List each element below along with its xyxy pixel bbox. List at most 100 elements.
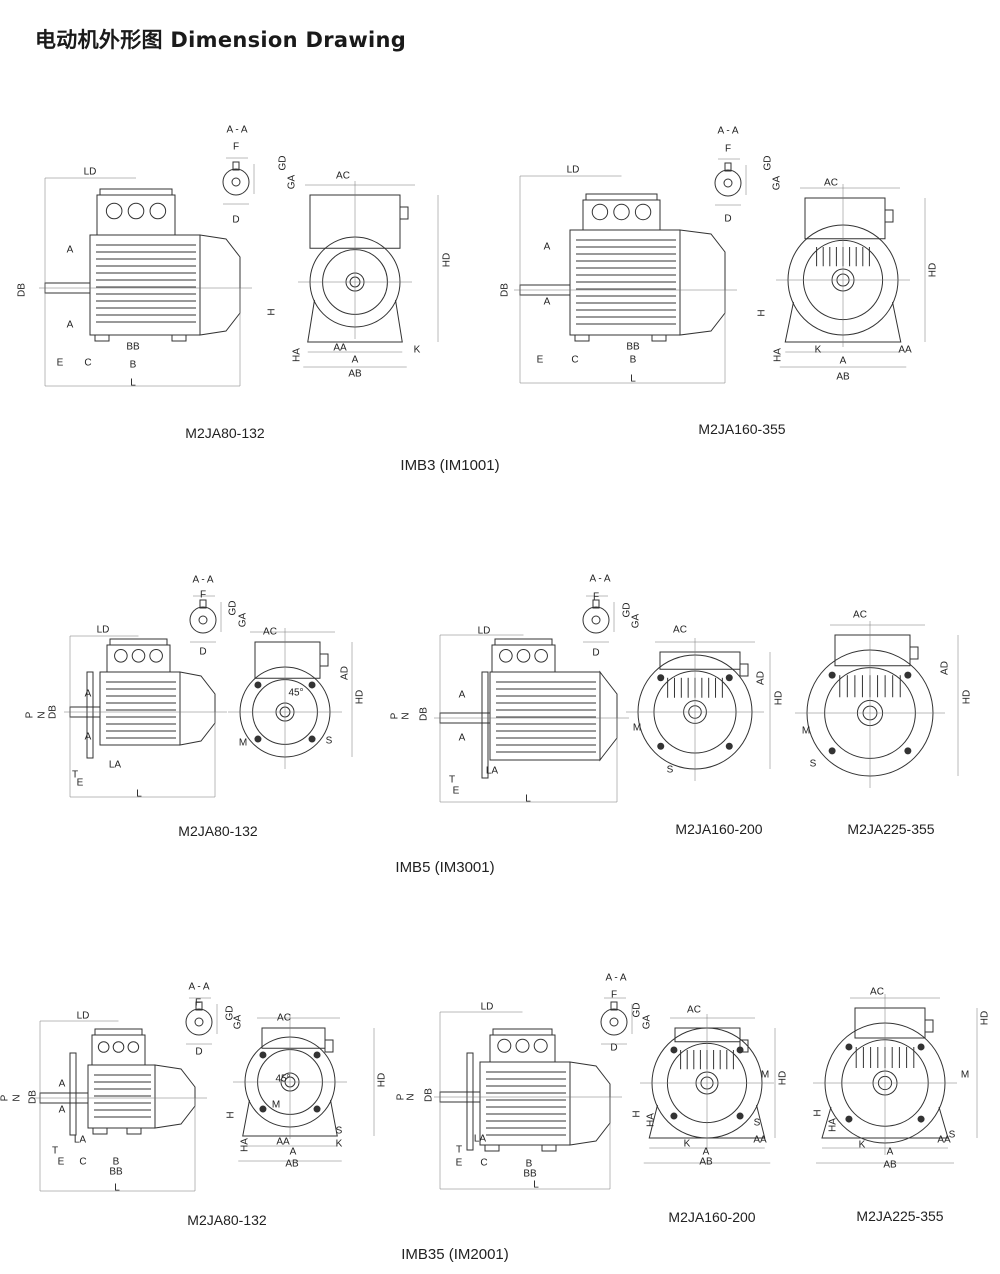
dimension-label: AC xyxy=(263,627,277,638)
dimension-label: L xyxy=(630,374,636,385)
flange-bolt-hole xyxy=(725,742,733,750)
fan-cover xyxy=(569,1061,611,1146)
dimension-label: H xyxy=(632,1110,643,1117)
dimension-label: A xyxy=(703,1147,710,1158)
dimension-label: M xyxy=(961,1070,969,1081)
flange-bolt-hole xyxy=(657,674,665,682)
dimension-label: A xyxy=(459,690,466,701)
cable-gland xyxy=(112,1041,125,1053)
dimension-label: BB xyxy=(523,1169,537,1180)
motor-body xyxy=(89,234,201,336)
dimension-label: P xyxy=(396,1093,407,1100)
terminal-box xyxy=(91,1034,146,1066)
dimension-label: F xyxy=(200,590,206,601)
motor-body xyxy=(479,1061,571,1146)
flange-bolt-hole xyxy=(725,674,733,682)
terminal-box-lid xyxy=(585,193,658,201)
dimension-label: GD xyxy=(225,1006,236,1021)
keyway xyxy=(592,599,600,609)
dimension-label: D xyxy=(199,647,206,658)
dimension-label: LD xyxy=(97,625,110,636)
dimension-label: GA xyxy=(233,1014,244,1029)
dimension-label: HD xyxy=(980,1011,991,1025)
dimension-label: LA xyxy=(74,1135,87,1146)
dimension-label: AA xyxy=(937,1135,951,1146)
dimension-label: GD xyxy=(632,1003,643,1018)
dimension-label: GA xyxy=(238,612,249,627)
dimension-label: HA xyxy=(292,348,303,362)
flange-bolt-hole xyxy=(254,735,262,743)
terminal-box-lid xyxy=(494,638,553,646)
dimension-label: C xyxy=(571,355,578,366)
dimension-label: LD xyxy=(481,1002,494,1013)
fan-cover xyxy=(679,229,726,336)
cable-gland xyxy=(634,203,652,221)
terminal-box xyxy=(674,1027,741,1043)
shaft-center xyxy=(194,1017,204,1027)
dimension-label: T xyxy=(449,775,455,786)
mounting-foot xyxy=(92,1127,108,1135)
dimension-label: N xyxy=(37,711,48,718)
dimension-label: L xyxy=(533,1180,539,1191)
cable-gland xyxy=(534,649,548,663)
dimension-label: A xyxy=(459,733,466,744)
shaft-section xyxy=(600,1008,628,1036)
dimension-label: P xyxy=(390,712,401,719)
dimension-label: AB xyxy=(285,1159,299,1170)
dimension-label: A - A xyxy=(717,126,738,137)
dimension-label: DB xyxy=(500,283,511,297)
cable-gland xyxy=(499,649,513,663)
mounting-foot xyxy=(541,1144,557,1152)
dimension-label: S xyxy=(326,736,333,747)
dimension-label: A xyxy=(544,242,551,253)
shaft-center xyxy=(198,615,208,625)
dimension-label: GA xyxy=(287,174,298,189)
dimension-label: HA xyxy=(646,1113,657,1127)
flange-bolt-hole xyxy=(845,1115,853,1123)
flange-bolt-hole xyxy=(904,671,912,679)
model-caption: M2JA80-132 xyxy=(185,425,265,441)
terminal-box-lid xyxy=(94,1028,143,1036)
dimension-label: S xyxy=(754,1118,761,1129)
dimension-label: E xyxy=(453,786,460,797)
dimension-label: B xyxy=(526,1159,533,1170)
model-caption: M2JA80-132 xyxy=(178,823,258,839)
dimension-label: M xyxy=(239,738,247,749)
model-caption: M2JA225-355 xyxy=(847,821,935,837)
dimension-label: A xyxy=(544,297,551,308)
model-caption: M2JA80-132 xyxy=(187,1212,267,1228)
dimension-label: HA xyxy=(828,1118,839,1132)
shaft-section-view xyxy=(185,1001,213,1036)
motor-body xyxy=(99,671,181,746)
dimension-label: D xyxy=(724,214,731,225)
shaft-center xyxy=(231,177,241,187)
dimension-label: LA xyxy=(109,760,122,771)
dimension-label: BB xyxy=(626,342,640,353)
fan-cover xyxy=(599,670,618,762)
dimension-label: F xyxy=(593,592,599,603)
shaft-section xyxy=(582,606,610,634)
shaft-center xyxy=(591,615,601,625)
dimension-label: HD xyxy=(355,690,366,704)
dimension-label: AB xyxy=(836,372,850,383)
flange-bolt-hole xyxy=(254,681,262,689)
dimension-label: S xyxy=(667,765,674,776)
dimension-label: LD xyxy=(478,626,491,637)
flange xyxy=(69,1052,77,1136)
dimension-label: F xyxy=(725,144,731,155)
model-caption: M2JA160-200 xyxy=(668,1209,756,1225)
mounting-foot xyxy=(126,1127,142,1135)
side-view xyxy=(439,1028,611,1152)
dimension-label: F xyxy=(611,990,617,1001)
dimension-label: AD xyxy=(940,661,951,675)
dimension-label: GA xyxy=(642,1014,653,1029)
shaft-center xyxy=(609,1017,619,1027)
flange-bolt-hole xyxy=(313,1051,321,1059)
flange-bolt-hole xyxy=(736,1046,744,1054)
cable-gland xyxy=(319,653,329,667)
dimension-label: AC xyxy=(673,625,687,636)
dimension-label: AC xyxy=(870,987,884,998)
terminal-box xyxy=(804,197,886,240)
dimension-label: DB xyxy=(419,707,430,721)
dimension-label: AA xyxy=(753,1135,767,1146)
